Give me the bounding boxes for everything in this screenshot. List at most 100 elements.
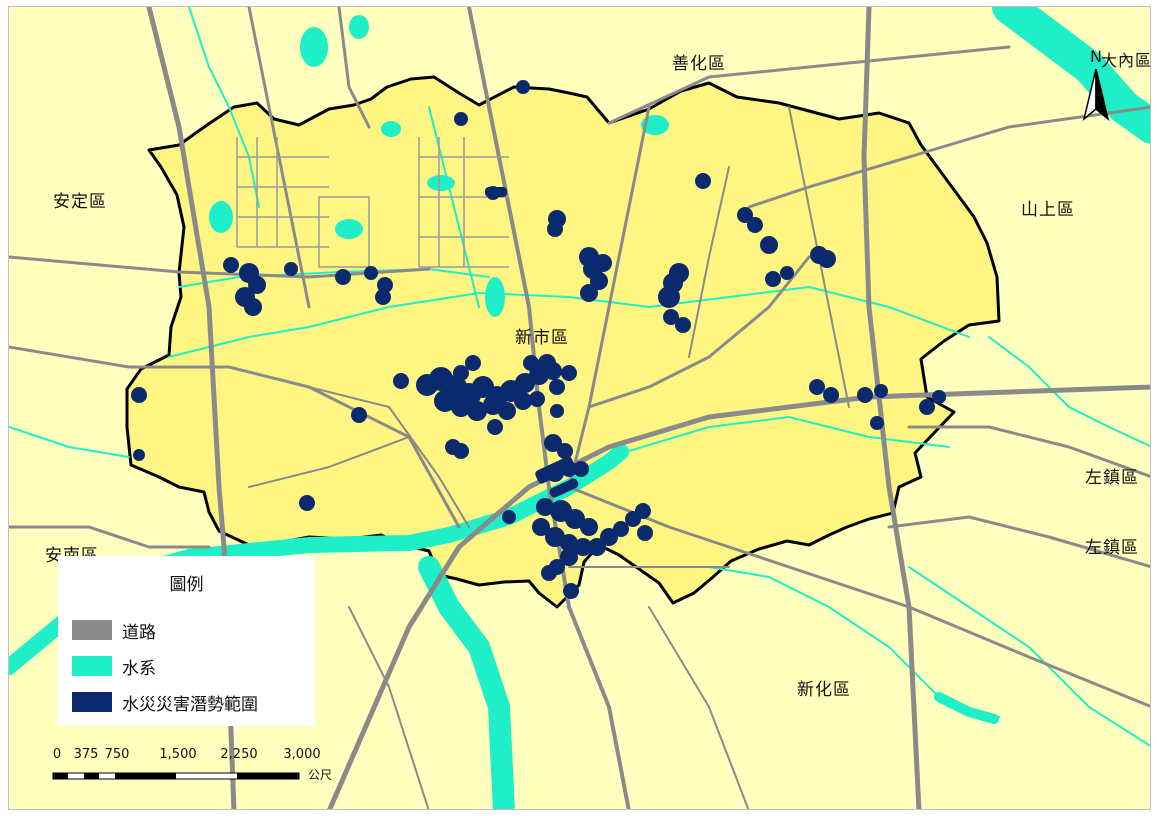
road-ne bbox=[607, 45, 1011, 125]
district-label-zuozhen-1: 左鎮區 bbox=[1085, 468, 1139, 488]
flood-zone-patch bbox=[502, 510, 516, 524]
flood-zone-patch bbox=[663, 309, 679, 325]
river-northeast bbox=[992, 7, 1150, 144]
flood-zone-patch bbox=[760, 236, 778, 254]
river-south bbox=[418, 556, 515, 809]
flood-zone-patch bbox=[557, 443, 573, 459]
flood-zone-patch bbox=[613, 521, 629, 537]
flood-zone-patch bbox=[590, 272, 608, 290]
road-local-3 bbox=[688, 166, 730, 358]
legend-swatch-flood bbox=[72, 692, 112, 712]
road-east-5 bbox=[887, 515, 1150, 568]
flood-zone-patch bbox=[600, 528, 618, 546]
flood-zone-patch bbox=[637, 525, 653, 541]
flood-zone-patch bbox=[547, 221, 563, 237]
scalebar-tick-750: 750 bbox=[104, 747, 130, 762]
flood-zone-patch bbox=[535, 456, 575, 484]
flood-zone-patch bbox=[133, 449, 145, 461]
road-north-2 bbox=[337, 7, 371, 129]
flood-zone-patch bbox=[483, 395, 503, 415]
flood-zone-patch bbox=[364, 266, 378, 280]
road-south-2 bbox=[648, 606, 750, 809]
stream-3 bbox=[648, 285, 970, 338]
scalebar-tick-2250: 2,250 bbox=[220, 747, 258, 762]
flood-zone-patch bbox=[223, 257, 239, 273]
road-east-3 bbox=[747, 105, 1150, 209]
flood-zone-patch bbox=[560, 534, 578, 552]
stream-7 bbox=[934, 692, 999, 724]
road-west-1 bbox=[9, 345, 461, 529]
flood-zone-patch bbox=[823, 387, 839, 403]
scalebar-bar bbox=[52, 772, 300, 780]
ponds bbox=[209, 15, 669, 317]
scalebar: 0 375 750 1,500 2,250 3,000 公尺 bbox=[40, 747, 350, 787]
flood-zone-patch bbox=[487, 419, 503, 435]
flood-zone-patch bbox=[658, 286, 680, 308]
flood-zone-patch bbox=[580, 284, 598, 302]
road-local-1 bbox=[308, 386, 470, 528]
flood-zone-patch bbox=[541, 565, 557, 581]
flood-zone-patch bbox=[523, 355, 539, 371]
legend-item-roads: 道路 bbox=[72, 618, 156, 643]
district-label-xinshi: 新市區 bbox=[515, 328, 569, 348]
legend-title: 圖例 bbox=[169, 575, 204, 595]
flood-zone-patch bbox=[544, 434, 562, 452]
flood-zone-patch bbox=[594, 254, 612, 272]
road-main-diagonal bbox=[467, 7, 631, 809]
north-arrow-icon bbox=[1082, 68, 1110, 122]
flood-zone-patch bbox=[580, 518, 598, 536]
flood-zone-patch bbox=[635, 503, 651, 519]
map-legend: 圖例 道路 水系 水災災害潛勢範圍 bbox=[58, 556, 315, 726]
scalebar-unit: 公尺 bbox=[308, 768, 333, 782]
flood-zone-patch bbox=[765, 271, 781, 287]
flood-zone-patch bbox=[485, 187, 507, 197]
scalebar-tick-1500: 1,500 bbox=[159, 747, 197, 762]
legend-label-flood: 水災災害潛勢範圍 bbox=[122, 694, 258, 715]
flood-zone-patch bbox=[516, 80, 530, 94]
road-sw bbox=[9, 525, 211, 549]
flood-zone-patch bbox=[737, 207, 753, 223]
road-center-e bbox=[587, 255, 811, 409]
north-label: N bbox=[1090, 47, 1102, 66]
flood-zone-patch bbox=[529, 391, 545, 407]
flood-zone-patch bbox=[467, 401, 487, 421]
flood-zone-patch bbox=[809, 379, 825, 395]
road-east-1 bbox=[567, 105, 651, 489]
flood-zone-patch bbox=[549, 478, 579, 498]
flood-zone-patch bbox=[244, 298, 262, 316]
flood-zone-patch bbox=[377, 277, 393, 293]
flood-zone-patch bbox=[932, 390, 946, 404]
flood-zone-patch bbox=[284, 262, 298, 276]
flood-zone-patch bbox=[780, 266, 794, 280]
flood-zone-patch bbox=[514, 392, 532, 410]
road-south-1 bbox=[348, 606, 430, 809]
district-label-zuozhen-2: 左鎮區 bbox=[1085, 538, 1139, 558]
legend-item-flood: 水災災害潛勢範圍 bbox=[72, 690, 258, 715]
flood-zone-patch bbox=[498, 402, 516, 420]
flood-zone-patch bbox=[747, 217, 763, 233]
flood-zone-patch bbox=[451, 397, 471, 417]
flood-zone-patch bbox=[545, 527, 565, 547]
stream-11 bbox=[908, 566, 1150, 747]
legend-swatch-water bbox=[72, 656, 112, 676]
district-label-anding: 安定區 bbox=[53, 192, 107, 212]
legend-swatch-roads bbox=[72, 620, 112, 640]
flood-zone-patch bbox=[574, 538, 592, 556]
flood-zone-patch bbox=[870, 416, 884, 430]
flood-potential-layer bbox=[131, 80, 946, 599]
flood-zone-patch bbox=[818, 250, 836, 268]
legend-label-water: 水系 bbox=[122, 658, 156, 679]
flood-zone-patch bbox=[299, 495, 315, 511]
flood-zone-patch bbox=[675, 317, 691, 333]
flood-zone-patch bbox=[375, 289, 391, 305]
flood-zone-patch bbox=[393, 373, 409, 389]
legend-item-water: 水系 bbox=[72, 654, 156, 679]
road-se bbox=[567, 485, 1150, 708]
scalebar-tick-3000: 3,000 bbox=[283, 747, 321, 762]
legend-label-roads: 道路 bbox=[122, 622, 156, 643]
scalebar-tick-375: 375 bbox=[73, 747, 99, 762]
district-label-shanshang: 山上區 bbox=[1021, 200, 1075, 220]
road-east-4 bbox=[907, 425, 1150, 478]
flood-zone-patch bbox=[560, 548, 578, 566]
district-label-xinhua: 新化區 bbox=[797, 680, 851, 700]
